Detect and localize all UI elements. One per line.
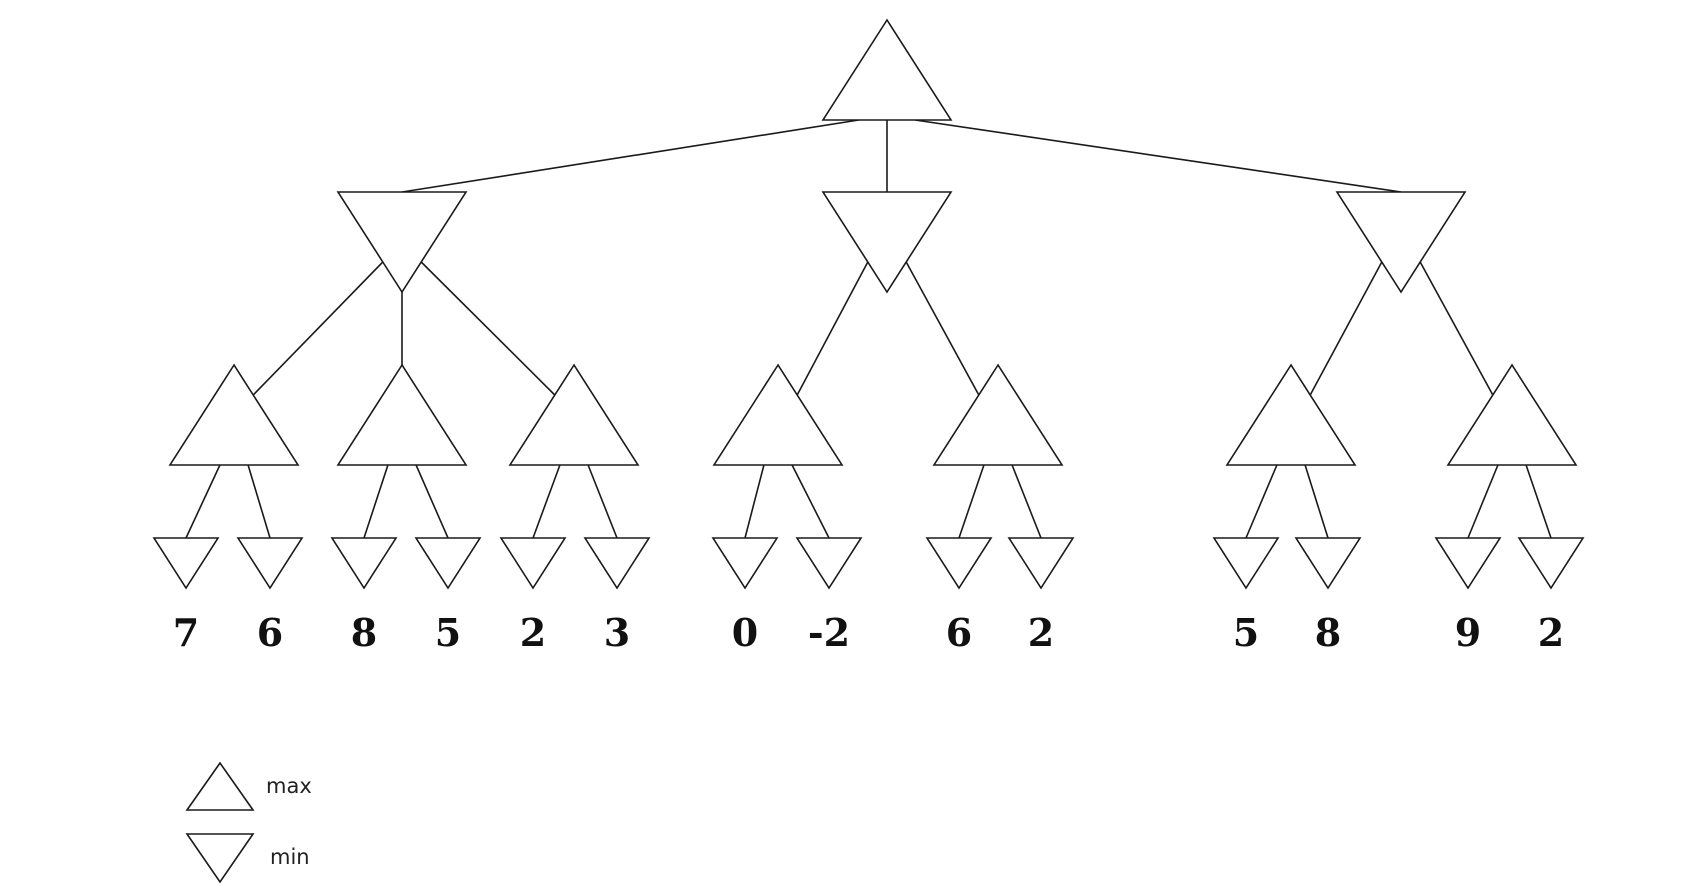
leaf-value-n-2-0-0: 5: [1233, 610, 1259, 655]
min-node-n-0-1-0: [330, 537, 398, 590]
min-node-n-1-0-0: [711, 537, 779, 590]
edge-n-2-1: [1419, 261, 1494, 396]
edge-n-0-1-0: [363, 464, 389, 539]
legend-max-triangle-icon: [185, 761, 255, 811]
legend: max min: [185, 761, 312, 884]
max-node-n-0-0: [168, 363, 300, 466]
tree-edges: [185, 119, 1552, 539]
leaf-value-n-0-2-1: 3: [604, 610, 630, 655]
edge-n-0-2-0: [532, 464, 561, 539]
leaf-values: 7 6 8 5 2 3 0 -2 6 2 5 8 9 2: [173, 610, 1564, 655]
min-node-n-1-1-1: [1007, 537, 1075, 590]
edge-n-0-2-1: [587, 464, 618, 539]
leaf-value-n-0-1-0: 8: [351, 610, 377, 655]
min-node-n-1-0-1: [795, 537, 863, 590]
legend-min-triangle-icon: [185, 833, 255, 884]
edge-n-0-0-0: [185, 464, 221, 539]
min-node-n-2-0-0: [1212, 537, 1280, 590]
max-node-n-2-1: [1446, 363, 1578, 466]
leaf-value-n-0-0-0: 7: [173, 610, 199, 655]
edge-n-1-0-0: [744, 464, 765, 539]
min-node-n-0-2-1: [583, 537, 651, 590]
legend-max-label: max: [266, 774, 312, 798]
min-node-n-0: [336, 191, 468, 294]
max-node-n-0-2: [508, 363, 640, 466]
max-node-n-1-0: [712, 363, 844, 466]
edge-n-0-1-1: [415, 464, 449, 539]
min-node-n-0-1-1: [414, 537, 482, 590]
edge-n-2-1-1: [1525, 464, 1552, 539]
edge-n-2-0: [1309, 261, 1383, 396]
leaf-value-n-0-2-0: 2: [520, 610, 546, 655]
edge-n-0-0-1: [247, 464, 271, 539]
edge-n-0: [401, 119, 859, 193]
legend-min-label: min: [270, 845, 310, 869]
leaf-value-n-2-0-1: 8: [1315, 610, 1341, 655]
edge-n-2-0-0: [1245, 464, 1278, 539]
edge-n-2-0-1: [1304, 464, 1329, 539]
max-node-n-1-1: [932, 363, 1064, 466]
edge-n-2: [915, 119, 1402, 193]
leaf-value-n-1-0-1: -2: [808, 610, 850, 655]
edge-n-1-0: [796, 261, 869, 396]
min-node-n-0-0-1: [236, 537, 304, 590]
edge-n-2-1-0: [1467, 464, 1499, 539]
max-node-n-2-0: [1225, 363, 1357, 466]
leaf-value-n-2-1-0: 9: [1455, 610, 1481, 655]
leaf-value-n-1-0-0: 0: [732, 610, 758, 655]
leaf-value-n-2-1-1: 2: [1538, 610, 1564, 655]
min-node-n-2-0-1: [1294, 537, 1362, 590]
min-node-n-2-1-0: [1434, 537, 1502, 590]
leaf-value-n-1-1-1: 2: [1028, 610, 1054, 655]
edge-n-1-1-1: [1011, 464, 1042, 539]
edge-n-1-1: [905, 261, 980, 396]
min-node-n-0-2-0: [499, 537, 567, 590]
min-node-n-1-1-0: [925, 537, 993, 590]
leaf-value-n-1-1-0: 6: [946, 610, 972, 655]
min-node-n-0-0-0: [152, 537, 220, 590]
edge-n-1-1-0: [958, 464, 985, 539]
edge-n-0-0: [252, 261, 384, 396]
tree-nodes: [152, 18, 1585, 590]
edge-n-0-2: [420, 261, 556, 396]
leaf-value-n-0-1-1: 5: [435, 610, 461, 655]
min-node-n-1: [821, 191, 953, 294]
leaf-value-n-0-0-1: 6: [257, 610, 283, 655]
min-node-n-2-1-1: [1517, 537, 1585, 590]
edge-n-1-0-1: [791, 464, 830, 539]
max-node-n-0-1: [336, 363, 468, 466]
min-node-n-2: [1335, 191, 1467, 294]
max-node-n: [821, 18, 953, 121]
